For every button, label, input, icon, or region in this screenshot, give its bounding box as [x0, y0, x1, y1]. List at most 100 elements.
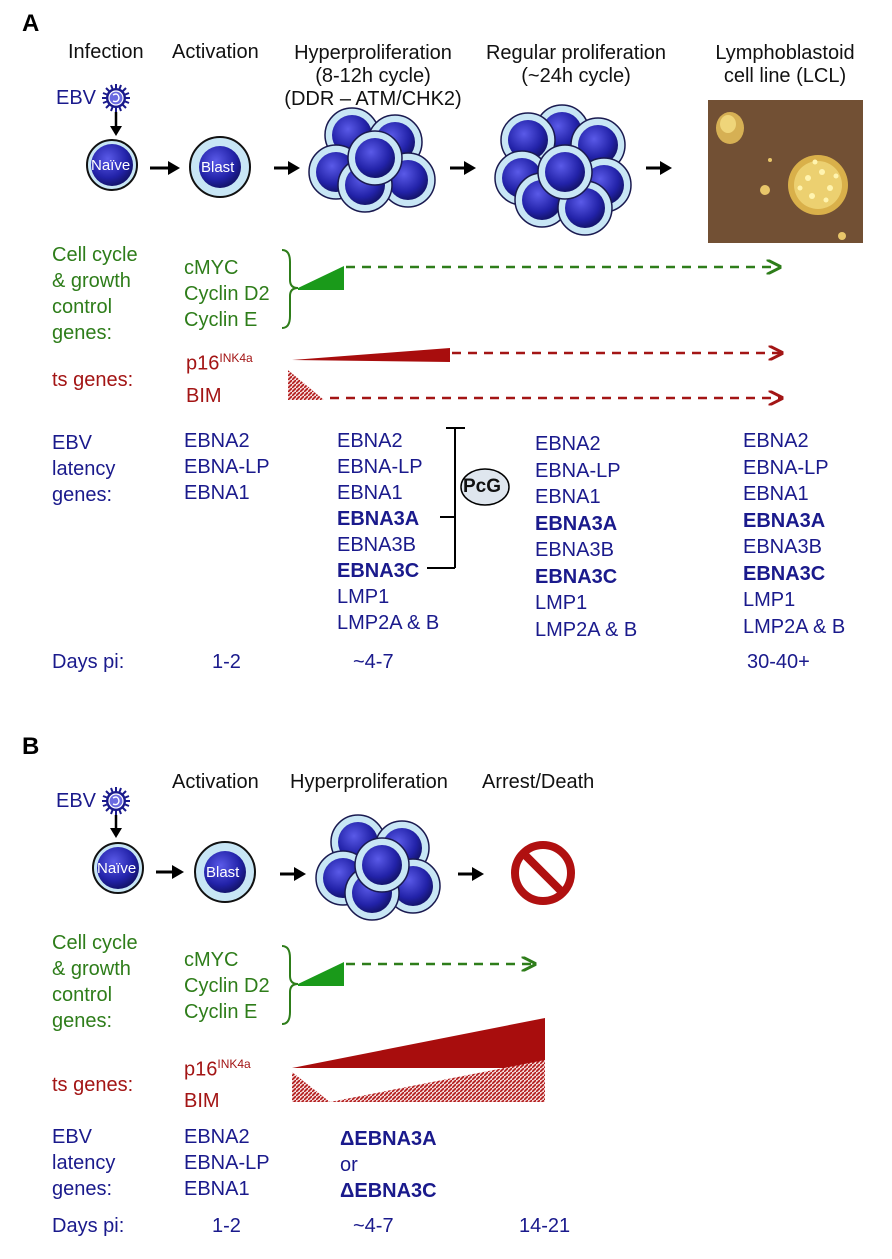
gene: EBNA1	[337, 482, 403, 504]
panel-a-arrow-1	[150, 161, 180, 175]
panel-a-green-brace	[281, 249, 299, 329]
panel-a-days-label: Days pi:	[52, 651, 125, 673]
panel-b-blast-cell	[194, 841, 256, 903]
panel-b-arrow-2	[280, 867, 306, 881]
gene-ebna3a: EBNA3A	[337, 508, 420, 530]
panel-a-cellcycle-genes: cMYC Cyclin D2 Cyclin E	[184, 255, 270, 333]
gene-ebna3c: EBNA3C	[535, 565, 618, 588]
panel-b-arrow-1	[156, 865, 184, 879]
panel-a-bim-wedge	[288, 370, 324, 400]
panel-b-cellcycle-label: Cell cycle & growth control genes:	[52, 930, 138, 1034]
panel-a-arrow-2	[274, 161, 300, 175]
stage-activation: Activation	[172, 41, 259, 63]
lat-label-1: EBV	[52, 432, 93, 454]
panel-a-hyper-cluster	[308, 107, 436, 213]
gene-cyclin-d2: Cyclin D2	[184, 283, 270, 305]
stage-hyperproliferation: Hyperproliferation (8-12h cycle) (DDR – …	[282, 42, 464, 111]
panel-b-stage-hyper: Hyperproliferation	[290, 771, 448, 793]
gene-cyclin-e: Cyclin E	[184, 1001, 258, 1023]
gene: EBNA3B	[743, 536, 822, 558]
gene: EBNA1	[743, 483, 809, 505]
stage-lcl: Lymphoblastoid cell line (LCL)	[690, 42, 880, 88]
panel-b-stage-activation: Activation	[172, 771, 259, 793]
panel-a-label: A	[22, 10, 40, 37]
cc-label-2: & growth	[52, 958, 131, 980]
p16-text: p16	[184, 1058, 218, 1081]
lat-label-2: latency	[52, 458, 116, 480]
panel-a-ebv-icon	[101, 83, 131, 113]
gene: EBNA-LP	[535, 459, 621, 482]
gene: LMP1	[535, 592, 588, 614]
stage-hyper-line3: (DDR – ATM/CHK2)	[284, 88, 462, 110]
panel-b-p16: p16INK4a	[184, 1058, 251, 1080]
stage-lcl-line2: cell line (LCL)	[723, 65, 847, 87]
gene-cyclin-e: Cyclin E	[184, 309, 258, 331]
panel-a-day-1: 1-2	[212, 651, 241, 673]
gene: EBNA3B	[535, 539, 614, 561]
mutant-ebna3c: ΔEBNA3C	[340, 1180, 437, 1202]
gene-ebna3a: EBNA3A	[743, 509, 826, 532]
panel-b-bim: BIM	[184, 1090, 220, 1112]
panel-a-day-3: 30-40+	[747, 651, 810, 673]
lat-label-2: latency	[52, 1152, 116, 1174]
cc-label-3: control	[52, 984, 113, 1006]
panel-b-ebv-label: EBV	[56, 790, 97, 812]
panel-a-bim: BIM	[186, 385, 222, 407]
panel-b-latency-col-1: EBNA2 EBNA-LP EBNA1	[184, 1124, 270, 1202]
panel-b-green-wedge	[298, 962, 344, 986]
latency-col-2: EBNA2 EBNA-LP EBNA1 EBNA3A EBNA3B EBNA3C…	[337, 428, 439, 636]
gene: EBNA-LP	[743, 456, 829, 479]
gene: EBNA3B	[337, 534, 416, 556]
gene-ebna3c: EBNA3C	[743, 562, 826, 585]
gene-ebna3c: EBNA3C	[337, 560, 420, 582]
gene: EBNA1	[184, 1178, 250, 1200]
panel-a-ebv-label: EBV	[56, 87, 97, 109]
cc-label-4: genes:	[52, 1010, 113, 1032]
panel-b-days-label: Days pi:	[52, 1215, 125, 1237]
gene: EBNA1	[184, 482, 250, 504]
panel-b-arrow-3	[458, 867, 484, 881]
cc-label-1: Cell cycle	[52, 932, 138, 954]
panel-b-naive-label: Naïve	[97, 860, 137, 877]
panel-a-blast-cell	[189, 136, 251, 198]
cc-label-4: genes:	[52, 322, 113, 344]
gene: LMP2A & B	[535, 618, 638, 641]
gene: EBNA2	[184, 1126, 250, 1148]
gene: LMP1	[743, 589, 796, 611]
panel-a-latency-label: EBV latency genes:	[52, 430, 115, 508]
panel-b-latency-label: EBV latency genes:	[52, 1124, 115, 1202]
panel-b-mutants: ΔEBNA3A or ΔEBNA3C	[340, 1126, 437, 1204]
pcg-badge	[460, 468, 510, 506]
panel-b-hyper-cluster	[315, 814, 441, 921]
gene-ebna3a: EBNA3A	[535, 512, 618, 535]
cc-label-2: & growth	[52, 270, 131, 292]
gene: EBNA1	[535, 486, 601, 508]
gene: LMP2A & B	[743, 615, 846, 638]
stage-infection: Infection	[68, 41, 144, 63]
panel-a-cellcycle-label: Cell cycle & growth control genes:	[52, 242, 138, 346]
pcg-label: PcG	[463, 476, 502, 497]
panel-b-day-1: 1-2	[212, 1215, 241, 1237]
latency-col-4: EBNA2 EBNA-LP EBNA1 EBNA3A EBNA3B EBNA3C…	[743, 428, 845, 640]
prohibited-icon	[511, 841, 575, 905]
mutant-ebna3a: ΔEBNA3A	[340, 1128, 437, 1150]
lat-label-3: genes:	[52, 1178, 113, 1200]
panel-b-ts-label: ts genes:	[52, 1074, 134, 1096]
pcg-bracket	[427, 427, 465, 569]
panel-b-label: B	[22, 733, 40, 760]
panel-a-arrow-4	[646, 161, 672, 175]
p16-sup: INK4a	[219, 351, 253, 365]
mutant-or: or	[340, 1154, 358, 1176]
panel-b-green-brace	[281, 945, 299, 1025]
panel-a-p16: p16INK4a	[186, 352, 253, 374]
panel-a-blast-label: Blast	[201, 159, 235, 176]
stage-regular-proliferation: Regular proliferation (~24h cycle)	[470, 42, 682, 88]
panel-a-regular-cluster	[494, 104, 632, 236]
stage-hyper-line1: Hyperproliferation	[294, 42, 452, 64]
gene: EBNA2	[337, 430, 403, 452]
stage-regular-line1: Regular proliferation	[485, 42, 667, 64]
latency-col-1: EBNA2 EBNA-LP EBNA1	[184, 428, 270, 506]
panel-a-ts-label: ts genes:	[52, 369, 134, 391]
gene: EBNA-LP	[337, 456, 423, 478]
